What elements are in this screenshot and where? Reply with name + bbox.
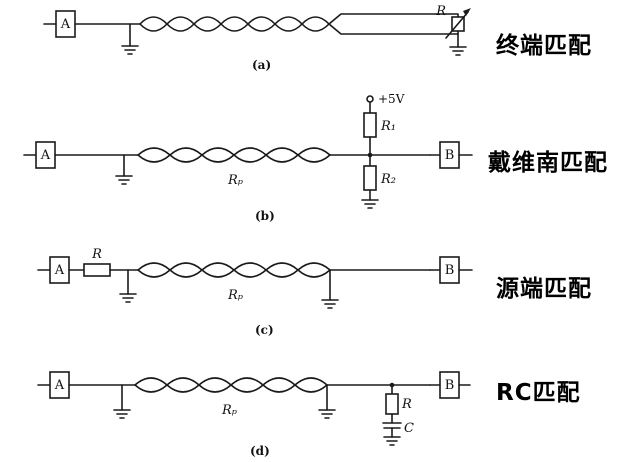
pair-wire-1 [139, 16, 330, 32]
pair-impedance-label: Rₚ [221, 403, 237, 418]
receiver-b: B [429, 371, 471, 399]
driver-a: A [23, 141, 139, 169]
receiver-label: B [445, 263, 455, 278]
twisted-pair: Rₚ [137, 262, 331, 303]
ground-icon [361, 199, 379, 209]
ground-icon [113, 409, 131, 419]
receiver-label: B [445, 378, 455, 393]
wiper-arrow [445, 11, 469, 39]
pair-wire-2 [137, 262, 331, 278]
wire-top [328, 13, 459, 25]
supply-terminal-icon [366, 95, 374, 103]
twisted-pair [139, 16, 330, 32]
ground-left [113, 384, 131, 419]
ground-left [121, 23, 139, 55]
resistor-body [83, 263, 111, 277]
caption-b: (b) [255, 209, 275, 223]
variable-terminating-resistor: R [435, 4, 471, 39]
resistor-label: R [91, 247, 102, 262]
ground-left [119, 269, 137, 303]
circuit-thevenin-match: A Rₚ +5V R₁ R₂ B [23, 92, 608, 223]
driver-a: A [43, 10, 141, 38]
capacitor-label: C [404, 421, 414, 436]
ground-icon [318, 409, 336, 419]
driver-label: A [54, 378, 65, 393]
resistor-r2-body [363, 165, 377, 191]
label-terminal-match: 终端匹配 [496, 32, 592, 59]
circuit-source-match: A R Rₚ B (c) 源端匹配 [37, 247, 592, 337]
driver-a: A [37, 256, 85, 284]
twisted-pair: Rₚ [137, 147, 331, 188]
wire-bottom [328, 23, 459, 35]
ground-icon [321, 299, 339, 309]
ground-mid [318, 384, 336, 419]
driver-a: A [37, 371, 136, 399]
caption-c: (c) [255, 323, 274, 337]
ground-right [321, 269, 339, 309]
pair-impedance-label: Rₚ [227, 288, 243, 303]
driver-label: A [40, 148, 51, 163]
label-source-match: 源端匹配 [496, 276, 592, 302]
receiver-b: B [429, 141, 473, 169]
label-rc-match: RC匹配 [496, 380, 581, 406]
series-resistor: R [83, 247, 139, 277]
ground-icon [115, 175, 133, 185]
pair-wire-2 [137, 147, 331, 163]
twisted-pair: Rₚ [134, 377, 328, 418]
ground-icon [449, 46, 467, 56]
receiver-label: B [445, 148, 455, 163]
driver-label: A [60, 17, 71, 32]
driver-label: A [54, 263, 65, 278]
caption-d: (d) [250, 444, 270, 458]
pair-wire-2 [134, 377, 328, 393]
ground-icon [121, 45, 139, 55]
ground-icon [119, 293, 137, 303]
pair-wire-2 [139, 16, 330, 32]
resistor-r2-label: R₂ [380, 172, 396, 187]
resistor-label: R [435, 4, 446, 19]
ground-left [115, 154, 133, 185]
resistor-body [385, 393, 399, 415]
circuit-terminal-match: A R (a) 终端匹配 [43, 4, 592, 72]
receiver-b: B [429, 256, 473, 284]
resistor-r1-label: R₁ [380, 119, 396, 134]
ground-right [449, 33, 467, 56]
rc-shunt-network: R C [382, 384, 414, 446]
ground-icon [383, 436, 401, 446]
pair-impedance-label: Rₚ [227, 173, 243, 188]
label-thevenin-match: 戴维南匹配 [488, 149, 608, 176]
pullup-network: +5V R₁ R₂ [361, 92, 405, 209]
arrow-head-icon [463, 8, 471, 16]
caption-a: (a) [252, 58, 271, 72]
supply-label: +5V [378, 92, 405, 106]
resistor-label: R [401, 397, 412, 412]
circuit-rc-match: A Rₚ R C [37, 371, 581, 458]
resistor-r1-body [363, 112, 377, 138]
